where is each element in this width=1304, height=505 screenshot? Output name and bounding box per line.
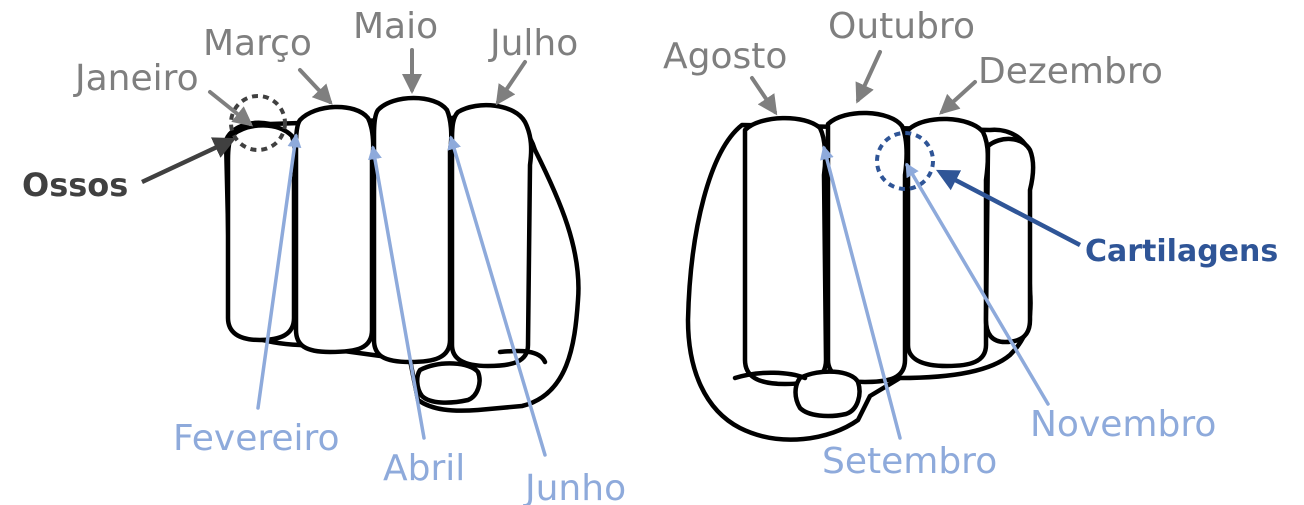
julho-arrow: [498, 62, 525, 102]
label-maio: Maio: [353, 6, 438, 47]
label-setembro: Setembro: [822, 441, 997, 482]
ossos-arrow: [142, 140, 232, 182]
dezembro-arrow: [942, 82, 975, 112]
label-abril: Abril: [383, 448, 465, 489]
right-finger-middle: [828, 113, 907, 382]
label-fevereiro: Fevereiro: [173, 418, 340, 459]
label-julho: Julho: [488, 23, 578, 64]
label-agosto: Agosto: [663, 36, 787, 77]
label-dezembro: Dezembro: [978, 51, 1163, 92]
label-cartilagens: Cartilagens: [1085, 234, 1278, 269]
label-junho: Junho: [523, 468, 626, 505]
outubro-arrow: [858, 52, 880, 100]
label-outubro: Outubro: [828, 6, 975, 47]
left-finger-ring: [452, 105, 531, 366]
label-novembro: Novembro: [1030, 404, 1216, 445]
label-ossos: Ossos: [22, 166, 128, 204]
right-fist: [688, 113, 1033, 440]
left-thumb: [417, 363, 479, 402]
label-marco: Março: [203, 23, 312, 64]
marco-arrow: [300, 70, 330, 102]
left-finger-middle: [374, 98, 451, 362]
right-finger-ring: [908, 119, 988, 366]
left-finger-pinky: [228, 125, 295, 340]
right-finger-index: [745, 118, 826, 384]
left-finger-index: [296, 107, 373, 352]
agosto-arrow: [752, 78, 775, 112]
label-janeiro: Janeiro: [73, 58, 199, 99]
